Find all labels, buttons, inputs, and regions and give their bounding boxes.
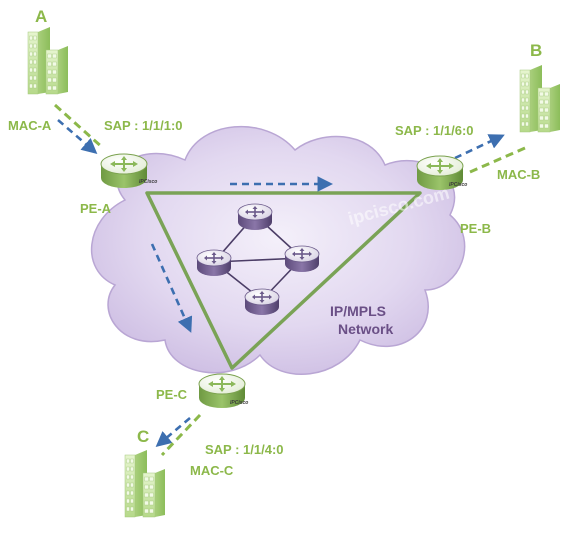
arrow-pe-a-to-pe-c: [150, 243, 193, 333]
router-brand-pe-c: IPCisco: [230, 400, 248, 406]
core-router-bottom: [244, 288, 280, 316]
mac-a-label: MAC-A: [8, 118, 52, 133]
access-link-a: [53, 103, 105, 150]
sap-b-label: SAP : 1/1/6:0: [395, 123, 474, 138]
mac-c-label: MAC-C: [190, 463, 234, 478]
pe-a-label: PE-A: [80, 201, 112, 216]
site-b-letter: B: [530, 41, 542, 60]
building-a-icon: [27, 26, 69, 95]
core-router-left: [196, 249, 232, 277]
core-router-top: [237, 203, 273, 231]
ip-mpls-cloud: [90, 125, 466, 376]
sap-c-label: SAP : 1/1/4:0: [205, 442, 284, 457]
access-links: [53, 103, 526, 457]
pseudowire-triangle: [145, 191, 422, 370]
router-brand-pe-a: IPCisco: [139, 179, 157, 185]
sap-a-label: SAP : 1/1/1:0: [104, 118, 183, 133]
network-label-line2: Network: [338, 321, 393, 337]
pe-c-label: PE-C: [156, 387, 188, 402]
mac-b-label: MAC-B: [497, 167, 540, 182]
site-a-letter: A: [35, 7, 47, 26]
pe-b-label: PE-B: [460, 221, 491, 236]
site-c-letter: C: [137, 427, 149, 446]
pe-a-router-icon: IPCisco: [100, 153, 157, 189]
core-router-right: [284, 245, 320, 273]
router-brand-pe-b: IPCisco: [449, 182, 467, 188]
access-link-c: [160, 413, 202, 457]
pe-c-router-icon: IPCisco: [198, 373, 248, 409]
access-link-b: [469, 146, 526, 174]
traffic-arrows: [57, 119, 505, 448]
arrow-pe-b-to-mac-b: [454, 134, 505, 160]
arrow-mac-a-to-pe-a: [57, 119, 98, 155]
building-c-icon: [124, 449, 166, 518]
building-b-icon: [519, 64, 561, 133]
pe-b-router-icon: IPCisco: [416, 155, 467, 191]
network-label-line1: IP/MPLS: [330, 303, 386, 319]
arrow-pe-c-to-mac-c: [155, 417, 191, 448]
